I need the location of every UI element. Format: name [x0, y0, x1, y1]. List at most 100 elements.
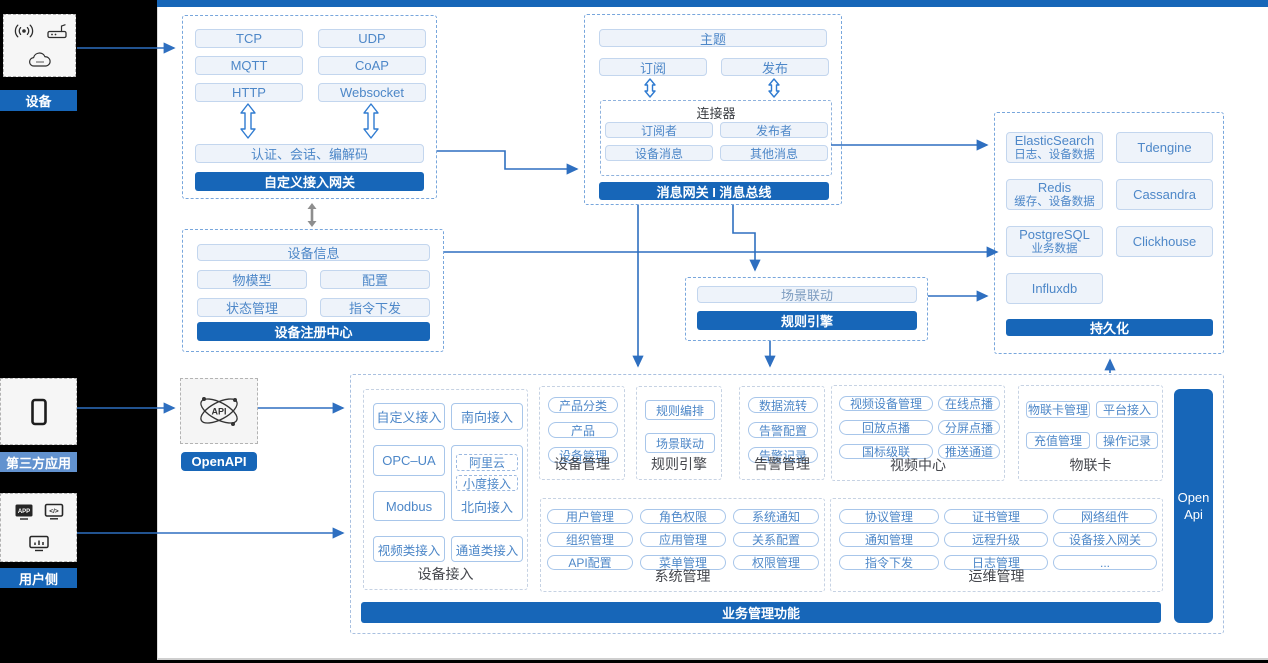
- custom-gateway-title: 自定义接入网关: [195, 172, 424, 191]
- message-bus-title: 消息网关 I 消息总线: [599, 182, 829, 200]
- device-mgmt-pill: 设备管理: [548, 447, 618, 463]
- user-side-icons-box: APP </>: [0, 493, 77, 562]
- protocol-pill: MQTT: [195, 56, 303, 75]
- connector-pill: 其他消息: [720, 145, 828, 161]
- access-pill-modbus: Modbus: [373, 491, 445, 521]
- alarm-pill: 告警记录: [748, 447, 818, 463]
- device-label: 设备: [0, 90, 77, 111]
- ops-pill: 日志管理: [944, 555, 1048, 570]
- access-pill: 视频类接入: [373, 536, 445, 562]
- registry-pill: 物模型: [197, 270, 307, 289]
- third-party-icons-box: [0, 378, 77, 445]
- protocol-pill: HTTP: [195, 83, 303, 102]
- section-rule-engine: 规则编排场景联动 规则引擎: [636, 386, 722, 480]
- system-pill: 角色权限: [640, 509, 726, 524]
- connector-box: 连接器 订阅者发布者设备消息其他消息: [600, 100, 832, 176]
- iot-card-pill: 操作记录: [1096, 432, 1158, 449]
- openapi-icon-box: API: [180, 378, 258, 444]
- registry-pill: 配置: [320, 270, 430, 289]
- system-pill: 系统通知: [733, 509, 819, 524]
- video-pill: 国标级联: [839, 444, 933, 459]
- connector-pill: 设备消息: [605, 145, 713, 161]
- store-tdengine: Tdengine: [1116, 132, 1213, 163]
- alarm-grid: 数据流转告警配置告警记录: [748, 397, 818, 463]
- iot-card-pill: 物联卡管理: [1026, 401, 1090, 418]
- connector-pill: 发布者: [720, 122, 828, 138]
- north-sub-pill: 阿里云: [456, 454, 518, 471]
- system-pill: API配置: [547, 555, 633, 570]
- section-iot-card: 物联卡管理平台接入充值管理操作记录 物联卡: [1018, 385, 1163, 481]
- alarm-pill: 数据流转: [748, 397, 818, 413]
- publish-pill: 发布: [721, 58, 829, 76]
- video-pill: 分屏点播: [938, 420, 1000, 435]
- registry-pill: 状态管理: [197, 298, 307, 317]
- section-video: 视频设备管理在线点播回放点播分屏点播国标级联推送通道 视频中心: [831, 385, 1005, 481]
- subscribe-pill: 订阅: [599, 58, 707, 76]
- access-pill: 南向接入: [451, 403, 523, 430]
- ops-grid: 协议管理证书管理网络组件通知管理远程升级设备接入网关指令下发日志管理...: [839, 509, 1157, 570]
- business-box: 自定义接入 南向接入 OPC–UA 阿里云 小度接入 北向接入 Modbus 视…: [350, 374, 1224, 634]
- ops-pill: 协议管理: [839, 509, 939, 524]
- user-side-label: 用户侧: [0, 568, 77, 588]
- device-mgmt-pill: 产品分类: [548, 397, 618, 413]
- system-label: 系统管理: [654, 568, 711, 584]
- system-pill: 权限管理: [733, 555, 819, 570]
- ops-label: 运维管理: [968, 568, 1025, 584]
- video-grid: 视频设备管理在线点播回放点播分屏点播国标级联推送通道: [839, 396, 1001, 459]
- north-access-label: 北向接入: [460, 500, 513, 515]
- ops-pill: 证书管理: [944, 509, 1048, 524]
- rule-pill: 规则编排: [645, 400, 715, 420]
- connector-grid: 订阅者发布者设备消息其他消息: [605, 122, 829, 161]
- top-accent-strip: [157, 0, 1268, 7]
- message-bus-box: 主题 订阅 发布 连接器 订阅者发布者设备消息其他消息 消息网关 I 消息总线: [584, 14, 842, 205]
- business-title-bar: 业务管理功能: [361, 602, 1161, 623]
- system-pill: 组织管理: [547, 532, 633, 547]
- router-icon: [46, 24, 67, 39]
- device-info-pill: 设备信息: [197, 244, 430, 261]
- ops-pill: 网络组件: [1053, 509, 1157, 524]
- store-influxdb: Influxdb: [1006, 273, 1103, 304]
- registry-pill: 指令下发: [320, 298, 430, 317]
- access-pill: 通道类接入: [451, 536, 523, 562]
- iot-card-label: 物联卡: [1069, 457, 1112, 473]
- access-pill-opcua: OPC–UA: [373, 445, 445, 476]
- svg-text:API: API: [211, 407, 226, 417]
- access-pill: 自定义接入: [373, 403, 445, 430]
- rule-engine-title: 规则引擎: [697, 311, 917, 330]
- north-access-box: 阿里云 小度接入 北向接入: [451, 445, 523, 521]
- connector-pill: 订阅者: [605, 122, 713, 138]
- video-pill: 推送通道: [938, 444, 1000, 459]
- iot-card-pill: 充值管理: [1026, 432, 1090, 449]
- system-pill: 菜单管理: [640, 555, 726, 570]
- protocol-pill: UDP: [318, 29, 426, 48]
- open-api-vertical-bar: Open Api: [1174, 389, 1213, 623]
- system-pill: 用户管理: [547, 509, 633, 524]
- north-sub-pill: 小度接入: [456, 475, 518, 491]
- section-device-access: 自定义接入 南向接入 OPC–UA 阿里云 小度接入 北向接入 Modbus 视…: [363, 389, 528, 590]
- alarm-pill: 告警配置: [748, 422, 818, 438]
- ops-pill: 通知管理: [839, 532, 939, 547]
- code-window-icon: </>: [44, 503, 63, 520]
- video-pill: 视频设备管理: [839, 396, 933, 411]
- rule-engine-label: 规则引擎: [651, 456, 707, 472]
- svg-text:</>: </>: [49, 508, 59, 515]
- device-mgmt-grid: 产品分类产品设备管理: [548, 397, 618, 463]
- session-codec-bar: 认证、会话、编解码: [195, 144, 424, 163]
- system-pill: 应用管理: [640, 532, 726, 547]
- third-party-label: 第三方应用: [0, 452, 77, 472]
- device-registry-title: 设备注册中心: [197, 322, 430, 341]
- broadcast-icon: [14, 24, 33, 38]
- rule-pill: 场景联动: [645, 433, 715, 453]
- ops-pill: 远程升级: [944, 532, 1048, 547]
- svg-text:APP: APP: [17, 509, 29, 515]
- ops-pill: ...: [1053, 555, 1157, 570]
- openapi-icon: API: [200, 397, 238, 426]
- video-label: 视频中心: [890, 457, 946, 473]
- device-icons-box: [3, 14, 76, 77]
